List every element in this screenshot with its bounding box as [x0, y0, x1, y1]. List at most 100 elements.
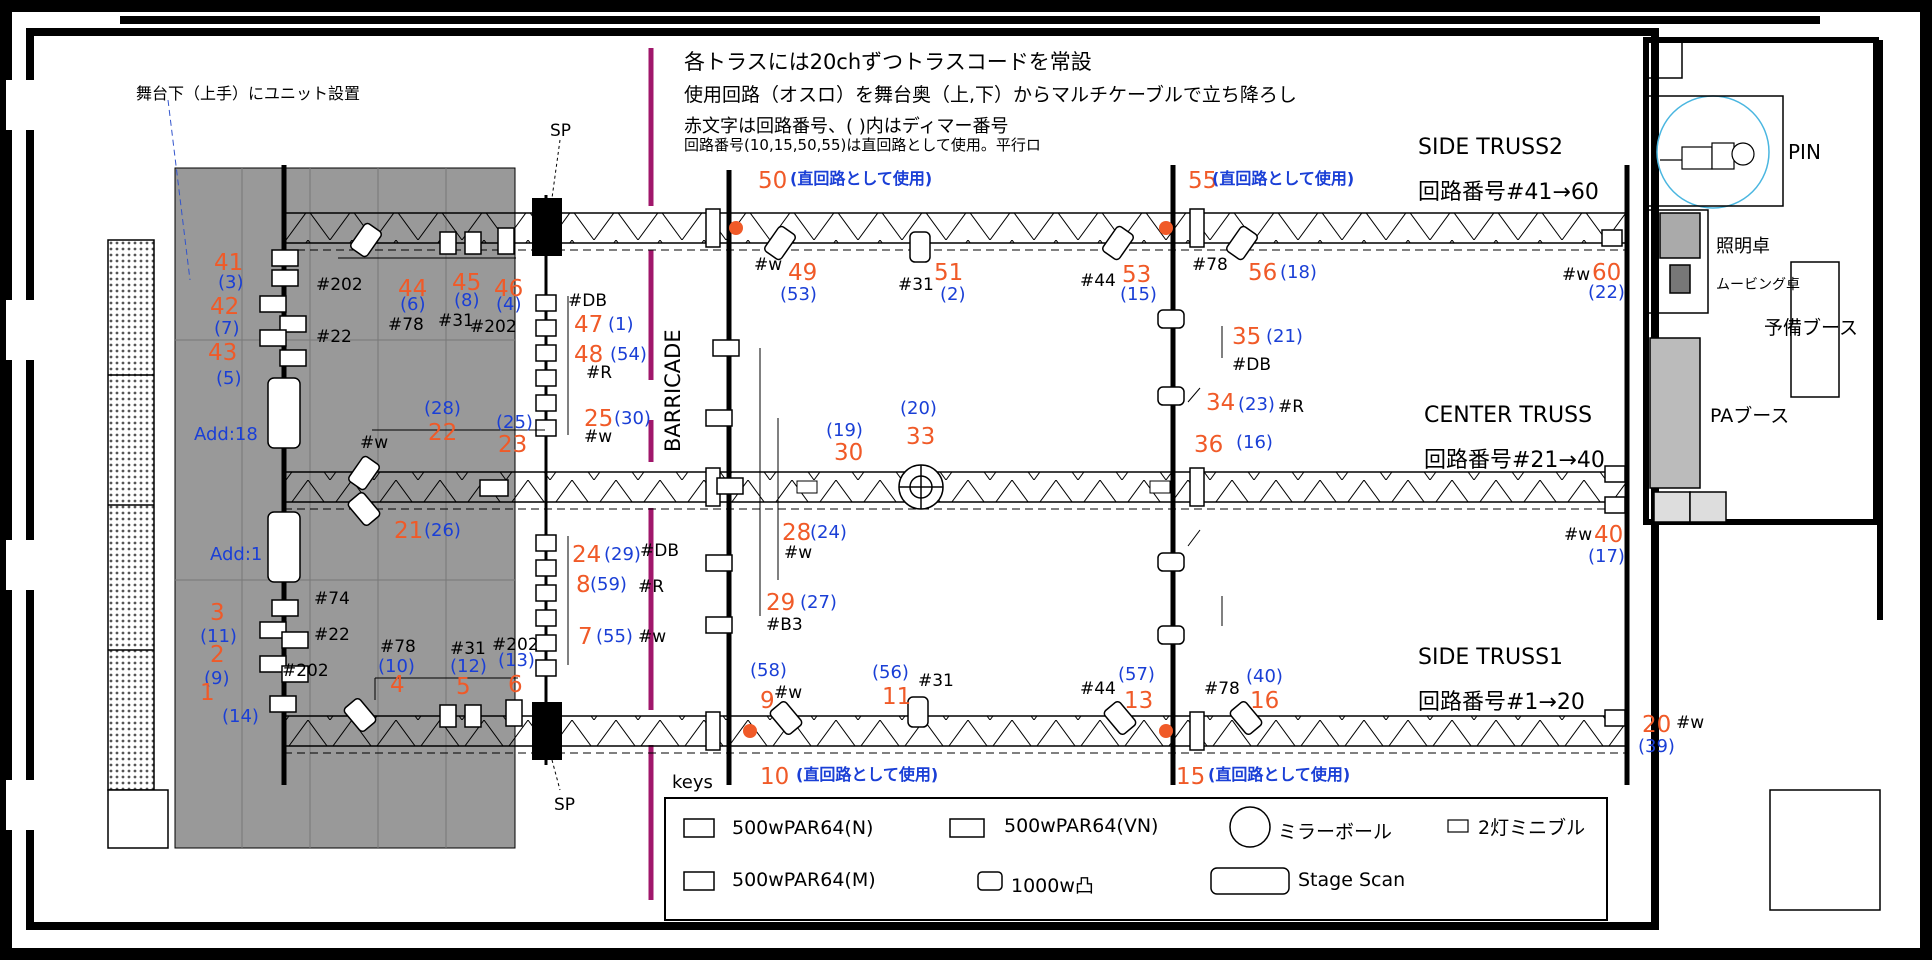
- dimmer-number: (29): [604, 544, 641, 565]
- dimmer-number: (13): [498, 650, 535, 671]
- dimmer-number: (19): [826, 420, 863, 441]
- sp-bottom-leader: [551, 759, 561, 791]
- gel-color: #74: [314, 589, 350, 609]
- gel-color: #DB: [640, 541, 679, 561]
- center-truss-title: CENTER TRUSS: [1424, 403, 1593, 428]
- dimmer-number: (9): [204, 668, 230, 689]
- circuit-number: 28: [782, 520, 811, 546]
- gel-color: #202: [316, 275, 363, 295]
- dimmer-number: (16): [1236, 432, 1273, 453]
- circuit-number: 9: [760, 688, 775, 714]
- circuit-number: 8: [576, 572, 591, 598]
- mini-brute-fixtures: [796, 480, 1171, 494]
- gel-color: #202: [282, 661, 329, 681]
- circuit-number: 41: [214, 250, 243, 276]
- dimmer-number: (24): [810, 522, 847, 543]
- dimmer-number: (54): [610, 344, 647, 365]
- dimmer-number: (6): [400, 294, 426, 315]
- dimmer-number: (7): [214, 318, 240, 339]
- gel-color: #78: [1204, 679, 1240, 699]
- gel-color: #w: [784, 543, 812, 563]
- note-line-2: 使用回路（オスロ）を舞台奥（上,下）からマルチケーブルで立ち降ろし: [684, 84, 1297, 106]
- dimmer-number: (直回路として使用): [790, 169, 932, 188]
- circuit-number: 6: [508, 672, 523, 698]
- dimmer-number: (59): [590, 574, 627, 595]
- circuit-number: 13: [1124, 688, 1153, 714]
- circuit-number: 21: [394, 518, 423, 544]
- sp-top-label: SP: [550, 121, 571, 141]
- moving-console-label: ムービング卓: [1716, 277, 1800, 293]
- dimmer-number: (26): [424, 520, 461, 541]
- direct-circuit-markers: [729, 221, 1173, 738]
- gel-color: #31: [450, 639, 486, 659]
- barricade-label: BARRICADE: [661, 329, 685, 452]
- circuit-number: 7: [578, 624, 593, 650]
- circuit-number: 42: [210, 294, 239, 320]
- key-mini-symbol: [1447, 819, 1469, 833]
- note-line-4: 回路番号(10,15,50,55)は直回路として使用。平行ロ: [684, 136, 1041, 154]
- dimmer-number: (23): [1238, 394, 1275, 415]
- key-fresnel-label: 1000w凸: [1011, 875, 1094, 897]
- dimmer-number: (5): [216, 368, 242, 389]
- key-par-vn-label: 500wPAR64(VN): [1004, 815, 1159, 837]
- gel-color: #44: [1080, 271, 1116, 291]
- stage-edge: [107, 239, 155, 791]
- dimmer-number: (直回路として使用): [1212, 169, 1354, 188]
- circuit-number: 51: [934, 260, 963, 286]
- circuit-number: 15: [1176, 764, 1205, 790]
- dimmer-number: (17): [1588, 546, 1625, 567]
- dimmer-number: (20): [900, 398, 937, 419]
- key-par-m-symbol: [683, 871, 715, 891]
- circuit-number: 24: [572, 542, 601, 568]
- gel-color: #DB: [1232, 355, 1271, 375]
- gel-color: #w: [1562, 265, 1590, 285]
- circuit-number: 5: [456, 674, 471, 700]
- circuit-number: 23: [498, 432, 527, 458]
- gel-color: #78: [388, 315, 424, 335]
- gel-color: #22: [314, 625, 350, 645]
- circuit-number: 53: [1122, 262, 1151, 288]
- gel-color: #B3: [766, 615, 803, 635]
- circuit-number: 36: [1194, 432, 1223, 458]
- gel-color: #31: [438, 311, 474, 331]
- add18-label: Add:18: [194, 424, 258, 445]
- circuit-number: 16: [1250, 688, 1279, 714]
- key-fresnel-symbol: [977, 871, 1003, 891]
- dimmer-number: (40): [1246, 666, 1283, 687]
- circuit-number: 22: [428, 420, 457, 446]
- dimmer-number: (56): [872, 662, 909, 683]
- dimmer-number: (39): [1638, 736, 1675, 757]
- gel-color: #w: [754, 255, 782, 275]
- gel-color: #w: [360, 433, 388, 453]
- gel-color: #w: [1564, 525, 1592, 545]
- dimmer-number: (21): [1266, 326, 1303, 347]
- gel-color: #78: [1192, 255, 1228, 275]
- static-labels: SP SP BARRICADE Add:18 Add:1: [194, 121, 685, 815]
- dimmer-number: (直回路として使用): [1208, 765, 1350, 784]
- par-fixtures: [259, 227, 1626, 728]
- key-mirror-symbol: [1229, 806, 1271, 848]
- side-truss1-circuits: 回路番号#1→20: [1418, 690, 1585, 715]
- circuit-number: 4: [390, 672, 405, 698]
- dimmer-number: (1): [608, 314, 634, 335]
- circuit-number: 29: [766, 590, 795, 616]
- pa-booth-label: PAブース: [1710, 405, 1790, 427]
- gel-color: #w: [638, 627, 666, 647]
- circuit-number: 49: [788, 260, 817, 286]
- dimmer-number: (11): [200, 626, 237, 647]
- circuit-number: 20: [1642, 712, 1671, 738]
- dimmer-number: (53): [780, 284, 817, 305]
- pin-spot: [1660, 142, 1755, 170]
- side-truss1-title: SIDE TRUSS1: [1418, 645, 1564, 670]
- center-truss-circuits: 回路番号#21→40: [1424, 448, 1605, 473]
- truss-joints: [705, 208, 1205, 751]
- gel-color: #R: [586, 363, 612, 383]
- circuit-number: 3: [210, 600, 225, 626]
- dimmer-number: (55): [596, 626, 633, 647]
- gel-color: #202: [470, 317, 517, 337]
- circuit-number: 48: [574, 342, 603, 368]
- circuit-number: 40: [1594, 522, 1623, 548]
